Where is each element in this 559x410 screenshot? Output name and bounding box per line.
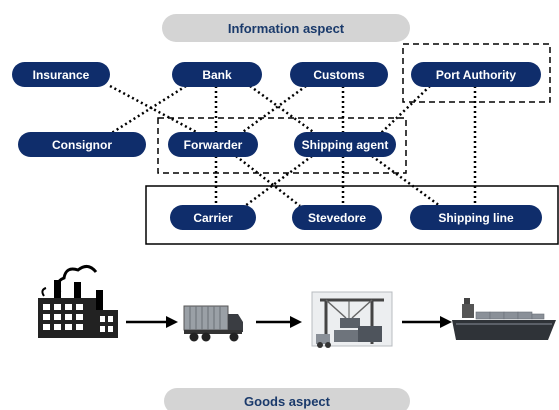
node-forwarder: Forwarder bbox=[168, 132, 258, 157]
node-shipping-line-label: Shipping line bbox=[438, 211, 514, 225]
line-shipping-agent-shipping-line bbox=[371, 154, 441, 208]
node-forwarder-label: Forwarder bbox=[184, 138, 243, 152]
node-customs-label: Customs bbox=[313, 68, 365, 82]
node-bank: Bank bbox=[172, 62, 262, 87]
node-insurance: Insurance bbox=[12, 62, 110, 87]
line-insurance-forwarder bbox=[109, 84, 201, 136]
node-port-authority: Port Authority bbox=[411, 62, 541, 87]
node-consignor-label: Consignor bbox=[52, 138, 112, 152]
node-shipping-agent: Shipping agent bbox=[294, 132, 396, 157]
line-bank-consignor bbox=[109, 84, 187, 136]
node-carrier: Carrier bbox=[170, 205, 256, 230]
flow-arrow-3 bbox=[402, 316, 452, 328]
node-consignor: Consignor bbox=[18, 132, 146, 157]
dashed-box-port-authority bbox=[402, 43, 551, 103]
information-aspect-label: Information aspect bbox=[228, 21, 345, 36]
node-bank-label: Bank bbox=[202, 68, 232, 82]
ship-icon bbox=[452, 298, 556, 340]
relationship-lines bbox=[109, 84, 477, 208]
node-carrier-label: Carrier bbox=[193, 211, 233, 225]
flow-arrow-1 bbox=[126, 316, 178, 328]
line-customs-forwarder bbox=[239, 84, 307, 136]
goods-aspect-label: Goods aspect bbox=[244, 394, 331, 409]
line-bank-shipping-agent bbox=[249, 84, 317, 136]
node-customs: Customs bbox=[290, 62, 388, 87]
node-insurance-label: Insurance bbox=[33, 68, 90, 82]
line-forwarder-stevedore bbox=[235, 155, 301, 207]
truck-icon bbox=[183, 305, 243, 342]
flow-arrow-2 bbox=[256, 316, 302, 328]
operators-box bbox=[145, 185, 559, 245]
node-stevedore-label: Stevedore bbox=[308, 211, 366, 225]
node-shipping-agent-label: Shipping agent bbox=[302, 138, 389, 152]
information-aspect-banner: Information aspect bbox=[162, 14, 410, 42]
factory-icon bbox=[38, 265, 118, 338]
goods-aspect-banner: Goods aspect bbox=[164, 388, 410, 410]
crane-icon bbox=[311, 291, 393, 348]
line-shipping-agent-carrier bbox=[244, 154, 313, 208]
node-port-authority-label: Port Authority bbox=[436, 68, 517, 82]
node-stevedore: Stevedore bbox=[292, 205, 382, 230]
dashed-box-forwarder-agent bbox=[157, 117, 407, 174]
node-shipping-line: Shipping line bbox=[410, 205, 542, 230]
line-port-authority-shipping-agent bbox=[379, 85, 431, 135]
